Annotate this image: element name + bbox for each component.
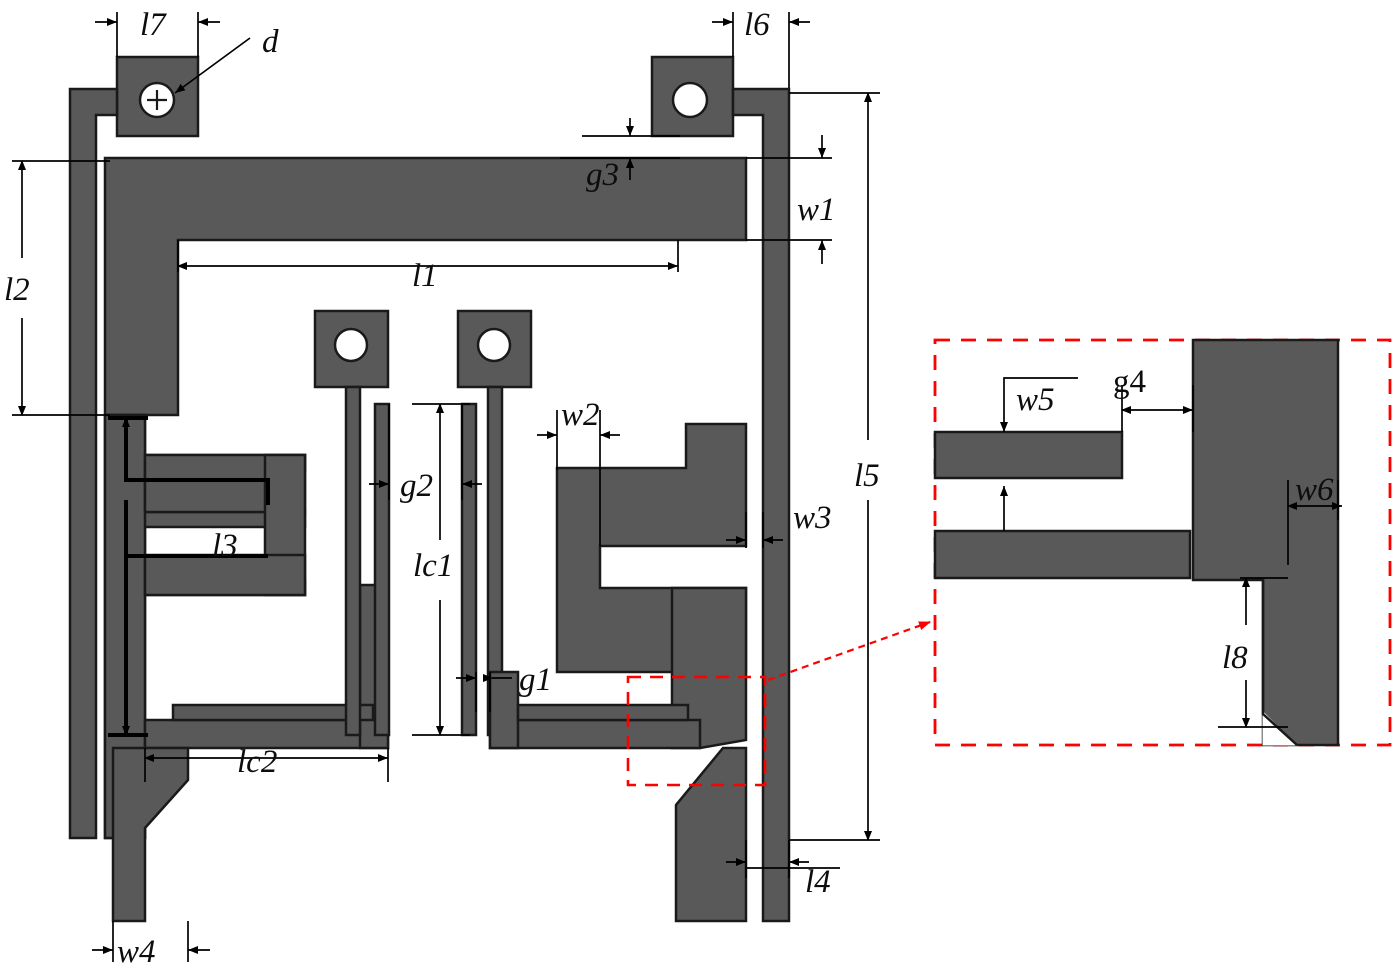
inset-dimension-annotations (1000, 377, 1342, 728)
left-meander-group (103, 413, 390, 923)
label-w4: w4 (117, 934, 156, 970)
inset-upper-stub (933, 430, 1124, 480)
inset-taper-outline (1261, 580, 1298, 746)
label-l2: l2 (4, 272, 30, 308)
label-l7: l7 (140, 7, 167, 43)
label-g2: g2 (400, 468, 433, 504)
via-pad-top-left (115, 55, 200, 138)
detail-region-box (626, 675, 767, 787)
label-w6: w6 (1295, 472, 1334, 508)
label-w5: w5 (1016, 382, 1055, 418)
leader-w5 (1003, 377, 1078, 400)
inset-dimension-texts: w5 g4 w6 l8 (1016, 364, 1334, 676)
label-w3: w3 (793, 500, 832, 536)
left-inner-coupled-strip (171, 703, 375, 722)
zoom-detail-inset: w5 g4 w6 l8 (933, 338, 1392, 747)
label-l6: l6 (744, 7, 770, 43)
leader-d (174, 37, 251, 94)
coupled-line-left (373, 402, 391, 737)
label-w1: w1 (797, 192, 836, 228)
via-hole-center-right (476, 327, 512, 363)
left-tapered-feed-port (111, 746, 190, 923)
label-l5: l5 (854, 458, 880, 494)
left-thin-feed-trace (68, 87, 119, 840)
via-pad-center-left (313, 309, 390, 737)
via-crosshair-icon (147, 90, 167, 110)
main-dimension-texts: l7 d l6 g3 w1 l2 l1 l5 w2 w3 g2 lc1 l3 g… (4, 7, 880, 970)
dim-l3-seg-a (126, 478, 270, 505)
label-l4: l4 (805, 864, 831, 900)
via-pad-top-right (650, 55, 735, 138)
label-l8: l8 (1222, 640, 1248, 676)
right-thin-feed-trace (731, 87, 791, 923)
via-pad-center-right (456, 309, 533, 737)
coupled-line-right (460, 402, 478, 737)
label-g4: g4 (1113, 364, 1146, 400)
label-lc1: lc1 (413, 548, 453, 584)
label-l3: l3 (212, 528, 238, 564)
right-u-left-leg (488, 670, 520, 750)
label-w2: w2 (561, 397, 600, 433)
right-tapered-feed-port (674, 746, 748, 923)
inset-lower-bar (933, 529, 1192, 580)
main-dimension-annotations (12, 12, 880, 962)
label-g3: g3 (586, 157, 619, 193)
label-g1: g1 (519, 662, 552, 698)
main-layout-metal (68, 55, 791, 923)
label-d: d (262, 24, 279, 60)
label-l1: l1 (412, 258, 438, 294)
right-inner-coupled-strip (516, 703, 690, 722)
right-meander-group (488, 422, 748, 923)
right-bottom-arm (488, 718, 702, 750)
inset-right-conductor (1191, 338, 1340, 747)
detail-callout-arrow (767, 620, 931, 682)
label-lc2: lc2 (237, 744, 277, 780)
via-hole-top-right (671, 81, 709, 119)
via-hole-center-left (333, 327, 369, 363)
center-left-stem (344, 385, 362, 737)
